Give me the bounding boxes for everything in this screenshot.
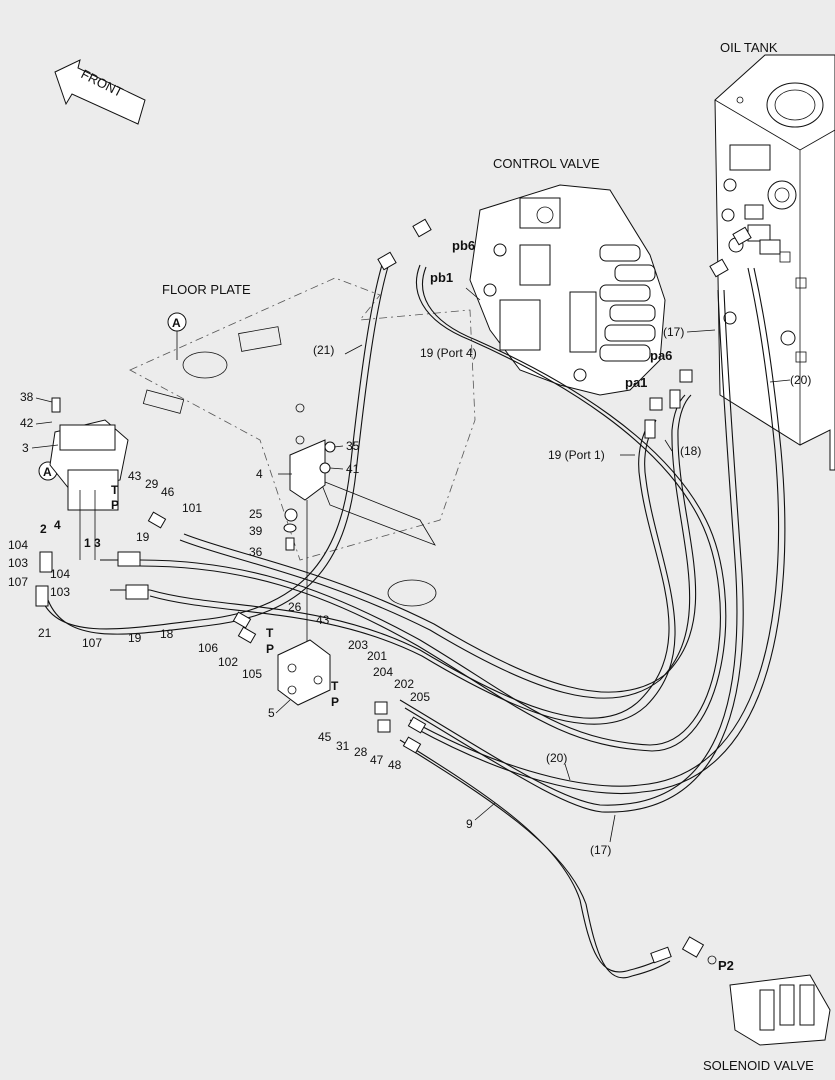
svg-text:A: A <box>43 465 52 479</box>
num-202: 202 <box>394 677 414 691</box>
port-t-left: T <box>111 483 119 497</box>
callout-17-bottom: (17) <box>590 843 611 857</box>
num-105: 105 <box>242 667 262 681</box>
port-pb1: pb1 <box>430 270 453 285</box>
callout-20-mid: (20) <box>546 751 567 765</box>
hoses <box>41 254 786 979</box>
callout-18: (18) <box>680 444 701 458</box>
valve-spools <box>483 243 656 382</box>
num-47: 47 <box>370 753 384 767</box>
port-p-left: P <box>111 498 119 512</box>
num-107b: 107 <box>82 636 102 650</box>
callout-20-right: (20) <box>790 373 811 387</box>
num-48: 48 <box>388 758 402 772</box>
num-26: 26 <box>288 600 302 614</box>
num-104b: 104 <box>50 567 70 581</box>
num-106: 106 <box>198 641 218 655</box>
num-46: 46 <box>161 485 175 499</box>
leader-lines <box>31 287 791 843</box>
num-36: 36 <box>249 545 263 559</box>
port-pb6: pb6 <box>452 238 475 253</box>
num-205: 205 <box>410 690 430 704</box>
num-41: 41 <box>346 462 360 476</box>
port-t-block: T <box>331 679 339 693</box>
solenoid-valve-label: SOLENOID VALVE <box>703 1058 814 1073</box>
num-204: 204 <box>373 665 393 679</box>
port-t-mid: T <box>266 626 274 640</box>
num-42: 42 <box>20 416 34 430</box>
num-31: 31 <box>336 739 350 753</box>
num-5: 5 <box>268 706 275 720</box>
svg-text:A: A <box>172 316 181 330</box>
callout-21-top: (21) <box>313 343 334 357</box>
num-3b: 3 <box>94 536 101 550</box>
solenoid-valve <box>681 936 831 1046</box>
num-39: 39 <box>249 524 263 538</box>
oil-tank <box>714 54 835 471</box>
num-38: 38 <box>20 390 34 404</box>
callout-17-top: (17) <box>663 325 684 339</box>
port-p-block: P <box>331 695 339 709</box>
num-107a: 107 <box>8 575 28 589</box>
marker-a-top: A <box>167 312 187 360</box>
block-5 <box>277 639 331 706</box>
num-29: 29 <box>145 477 159 491</box>
num-9: 9 <box>466 817 473 831</box>
num-18: 18 <box>160 627 174 641</box>
num-103b: 103 <box>50 585 70 599</box>
remote-control-valve <box>49 397 129 560</box>
num-101: 101 <box>182 501 202 515</box>
control-valve <box>469 184 666 396</box>
num-201: 201 <box>367 649 387 663</box>
num-28: 28 <box>354 745 368 759</box>
floor-plate-label: FLOOR PLATE <box>162 282 251 297</box>
port-p2: P2 <box>718 958 734 973</box>
control-valve-label: CONTROL VALVE <box>493 156 600 171</box>
callout-19-port4: 19 (Port 4) <box>420 346 477 360</box>
fittings <box>35 218 752 964</box>
num-104a: 104 <box>8 538 28 552</box>
num-4b: 4 <box>256 467 263 481</box>
num-203: 203 <box>348 638 368 652</box>
port-pa6: pa6 <box>650 348 672 363</box>
num-45: 45 <box>318 730 332 744</box>
port-p-mid: P <box>266 642 274 656</box>
port-pa1: pa1 <box>625 375 647 390</box>
oil-tank-label: OIL TANK <box>720 40 778 55</box>
num-25: 25 <box>249 507 263 521</box>
num-4a: 4 <box>54 518 61 532</box>
bracket-4 <box>283 403 336 650</box>
num-21: 21 <box>38 626 52 640</box>
num-102: 102 <box>218 655 238 669</box>
num-2: 2 <box>40 522 47 536</box>
num-43a: 43 <box>128 469 142 483</box>
floor-plate <box>129 277 476 607</box>
callout-19-port1: 19 (Port 1) <box>548 448 605 462</box>
num-43b: 43 <box>316 613 330 627</box>
num-3: 3 <box>22 441 29 455</box>
num-19b: 19 <box>128 631 142 645</box>
front-arrow: FRONT <box>54 59 146 125</box>
num-19a: 19 <box>136 530 150 544</box>
num-103a: 103 <box>8 556 28 570</box>
num-35: 35 <box>346 439 360 453</box>
num-1: 1 <box>84 536 91 550</box>
